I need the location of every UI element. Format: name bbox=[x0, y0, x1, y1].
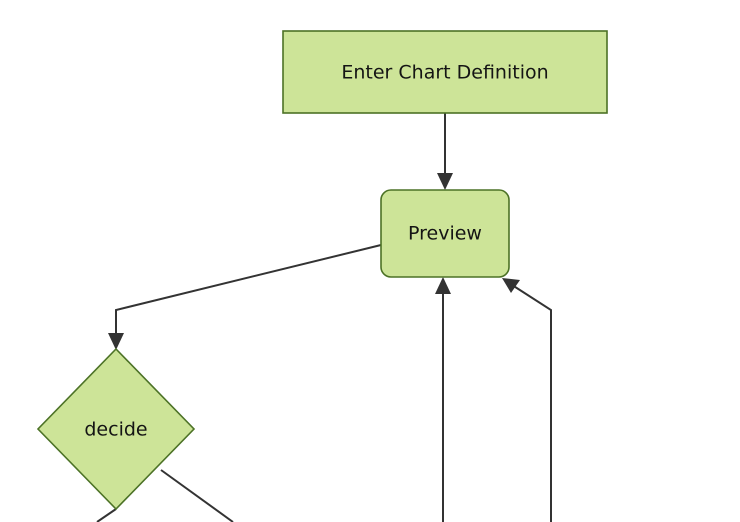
edge-bottom-center-to-preview-arrowhead bbox=[435, 277, 451, 294]
edge-enter-to-preview-arrowhead bbox=[437, 173, 453, 190]
edge-decide-bottom-left-line bbox=[96, 508, 117, 522]
node-preview[interactable]: Preview bbox=[380, 189, 510, 278]
edge-decide-bottom-left bbox=[96, 508, 117, 522]
node-layer: Enter Chart Definition Preview decide bbox=[36, 30, 608, 511]
node-enter-chart-definition-shape[interactable] bbox=[282, 30, 608, 114]
edge-preview-to-decide bbox=[108, 244, 382, 350]
node-enter-chart-definition-label: Enter Chart Definition bbox=[341, 62, 548, 84]
edge-preview-to-decide-line bbox=[115, 244, 382, 341]
node-decide-label: decide bbox=[84, 419, 147, 441]
edge-decide-bottom-right bbox=[160, 469, 234, 522]
edge-bottom-right-to-preview-line bbox=[508, 282, 552, 522]
edge-decide-bottom-right-line bbox=[160, 469, 234, 522]
edge-enter-to-preview bbox=[437, 113, 453, 190]
node-preview-label: Preview bbox=[408, 223, 482, 245]
node-preview-shape[interactable] bbox=[380, 189, 510, 278]
edge-bottom-right-to-preview bbox=[502, 278, 552, 522]
edge-preview-to-decide-arrowhead bbox=[108, 333, 124, 350]
node-decide-shape[interactable] bbox=[36, 347, 196, 511]
node-enter-chart-definition[interactable]: Enter Chart Definition bbox=[282, 30, 608, 114]
edge-bottom-right-to-preview-arrowhead bbox=[502, 278, 520, 293]
edge-layer bbox=[96, 113, 552, 522]
edge-bottom-center-to-preview bbox=[435, 277, 451, 522]
node-decide[interactable]: decide bbox=[36, 347, 196, 511]
